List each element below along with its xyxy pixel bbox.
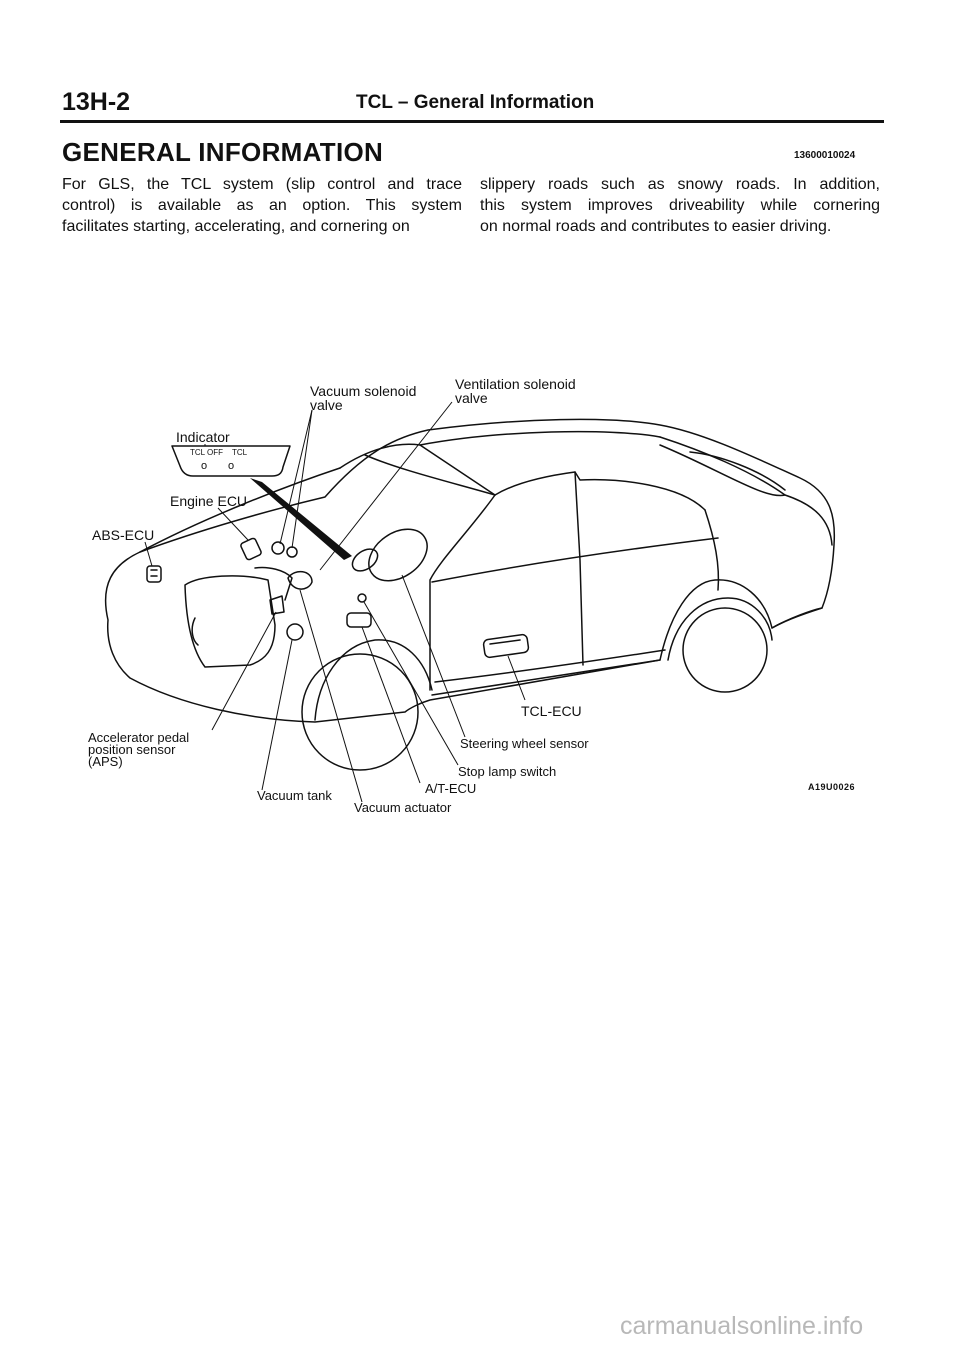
side-molding: [434, 649, 666, 683]
abs-ecu-module: [146, 565, 162, 583]
b-pillar: [574, 471, 584, 666]
label-engine-ecu: Engine ECU: [170, 493, 248, 509]
door-frame: [494, 471, 706, 511]
leader-abs-ecu: [144, 541, 153, 567]
rear-bumper: [771, 607, 823, 629]
indicator-tcl-off-text: TCL OFF: [190, 448, 224, 457]
trunk-lid: [784, 494, 833, 546]
label-abs-ecu: ABS-ECU: [92, 527, 155, 543]
leader-vacuum-solenoid-2: [291, 409, 313, 549]
body-line: this system improves driveability while …: [480, 197, 880, 214]
indicator-tcl-text: TCL: [232, 448, 248, 457]
body-text-left-column: For GLS, the TCL system (slip control an…: [62, 174, 462, 237]
at-ecu-module: [346, 612, 372, 628]
label-stop-lamp-switch: Stop lamp switch: [458, 764, 557, 779]
body-line: facilitates starting, accelerating, and …: [62, 218, 410, 235]
label-steering-wheel-sensor: Steering wheel sensor: [460, 736, 589, 751]
label-vacuum-tank: Vacuum tank: [257, 788, 332, 803]
engine-detail: [191, 617, 199, 646]
vacuum-tank: [286, 623, 304, 641]
running-header-title: TCL – General Information: [356, 92, 595, 113]
section-code: 13600010024: [794, 150, 856, 161]
hood-line: [139, 467, 341, 553]
leader-vacuum-solenoid: [279, 409, 313, 545]
label-vacuum-solenoid-valve: Vacuum solenoid valve: [310, 384, 416, 412]
a-pillar: [429, 494, 496, 691]
tcl-ecu-detail: [489, 639, 521, 645]
vacuum-solenoid-valve: [271, 541, 285, 555]
leader-steering-sensor: [401, 574, 466, 738]
leader-tcl-ecu: [507, 655, 526, 701]
front-wheel: [301, 653, 419, 771]
label-line: (APS): [88, 754, 123, 769]
label-line: position sensor: [88, 742, 176, 757]
leader-at-ecu: [361, 626, 421, 784]
body-line: slippery roads such as snowy roads. In a…: [480, 176, 880, 193]
label-accelerator-pedal-position-sensor: Accelerator pedal position sensor (APS): [88, 730, 190, 769]
indicator-lamp-left: o: [201, 460, 208, 472]
body-line: For GLS, the TCL system (slip control an…: [62, 176, 462, 193]
label-line: valve: [455, 390, 488, 406]
rear-window: [659, 436, 786, 497]
label-line: valve: [310, 397, 343, 413]
leader-ventilation-solenoid: [319, 401, 453, 571]
indicator-panel: [171, 445, 291, 477]
rear-wheel: [682, 607, 768, 693]
label-line: Vacuum solenoid: [310, 383, 417, 399]
roof-line: [419, 430, 661, 446]
engine-ecu-module: [240, 537, 262, 561]
windshield-lower: [364, 454, 496, 496]
body-line: on normal roads and contributes to easie…: [480, 218, 832, 235]
label-ventilation-solenoid-valve: Ventilation solenoid valve: [455, 377, 576, 405]
front-wheel-arch: [314, 639, 433, 721]
label-tcl-ecu: TCL-ECU: [521, 703, 582, 719]
section-title: GENERAL INFORMATION: [62, 137, 384, 167]
abs-ecu-detail: [150, 569, 158, 577]
windshield-frame: [339, 443, 496, 496]
leader-vacuum-actuator: [299, 589, 363, 803]
label-line: Accelerator pedal: [88, 730, 190, 745]
tcl-ecu-module: [482, 633, 530, 659]
engine-block: [184, 575, 276, 668]
body-text-right-column: slippery roads such as snowy roads. In a…: [480, 174, 880, 237]
indicator-lamp-right: o: [228, 460, 235, 472]
rear-wheel-arch: [667, 597, 773, 661]
car-body-outline: [104, 418, 836, 723]
rear-deck: [689, 451, 786, 491]
aps-sensor: [269, 595, 285, 615]
ventilation-solenoid-valve: [286, 546, 298, 558]
rocker-line: [431, 659, 661, 696]
body-line: control) is available as an option. This…: [62, 197, 462, 214]
page-number: 13H-2: [62, 88, 131, 116]
engine-intake: [254, 566, 293, 601]
pointer-wedge: [250, 478, 352, 560]
vacuum-actuator-body: [287, 570, 313, 590]
steering-column: [351, 548, 379, 572]
label-indicator: Indicator: [176, 429, 230, 445]
label-line: Ventilation solenoid: [455, 376, 576, 392]
label-vacuum-actuator: Vacuum actuator: [354, 800, 452, 815]
label-at-ecu: A/T-ECU: [425, 781, 477, 796]
steering-wheel: [368, 528, 428, 582]
leader-engine-ecu: [217, 507, 249, 541]
c-pillar: [704, 509, 720, 591]
leader-aps: [211, 611, 277, 731]
leader-stop-lamp: [363, 601, 459, 766]
belt-line: [431, 537, 719, 583]
watermark: carmanualsonline.info: [620, 1312, 864, 1340]
header-rule: [60, 120, 884, 123]
leader-vacuum-tank: [261, 639, 293, 791]
figure-code: A19U0026: [808, 782, 856, 792]
stop-lamp-switch: [357, 593, 367, 603]
